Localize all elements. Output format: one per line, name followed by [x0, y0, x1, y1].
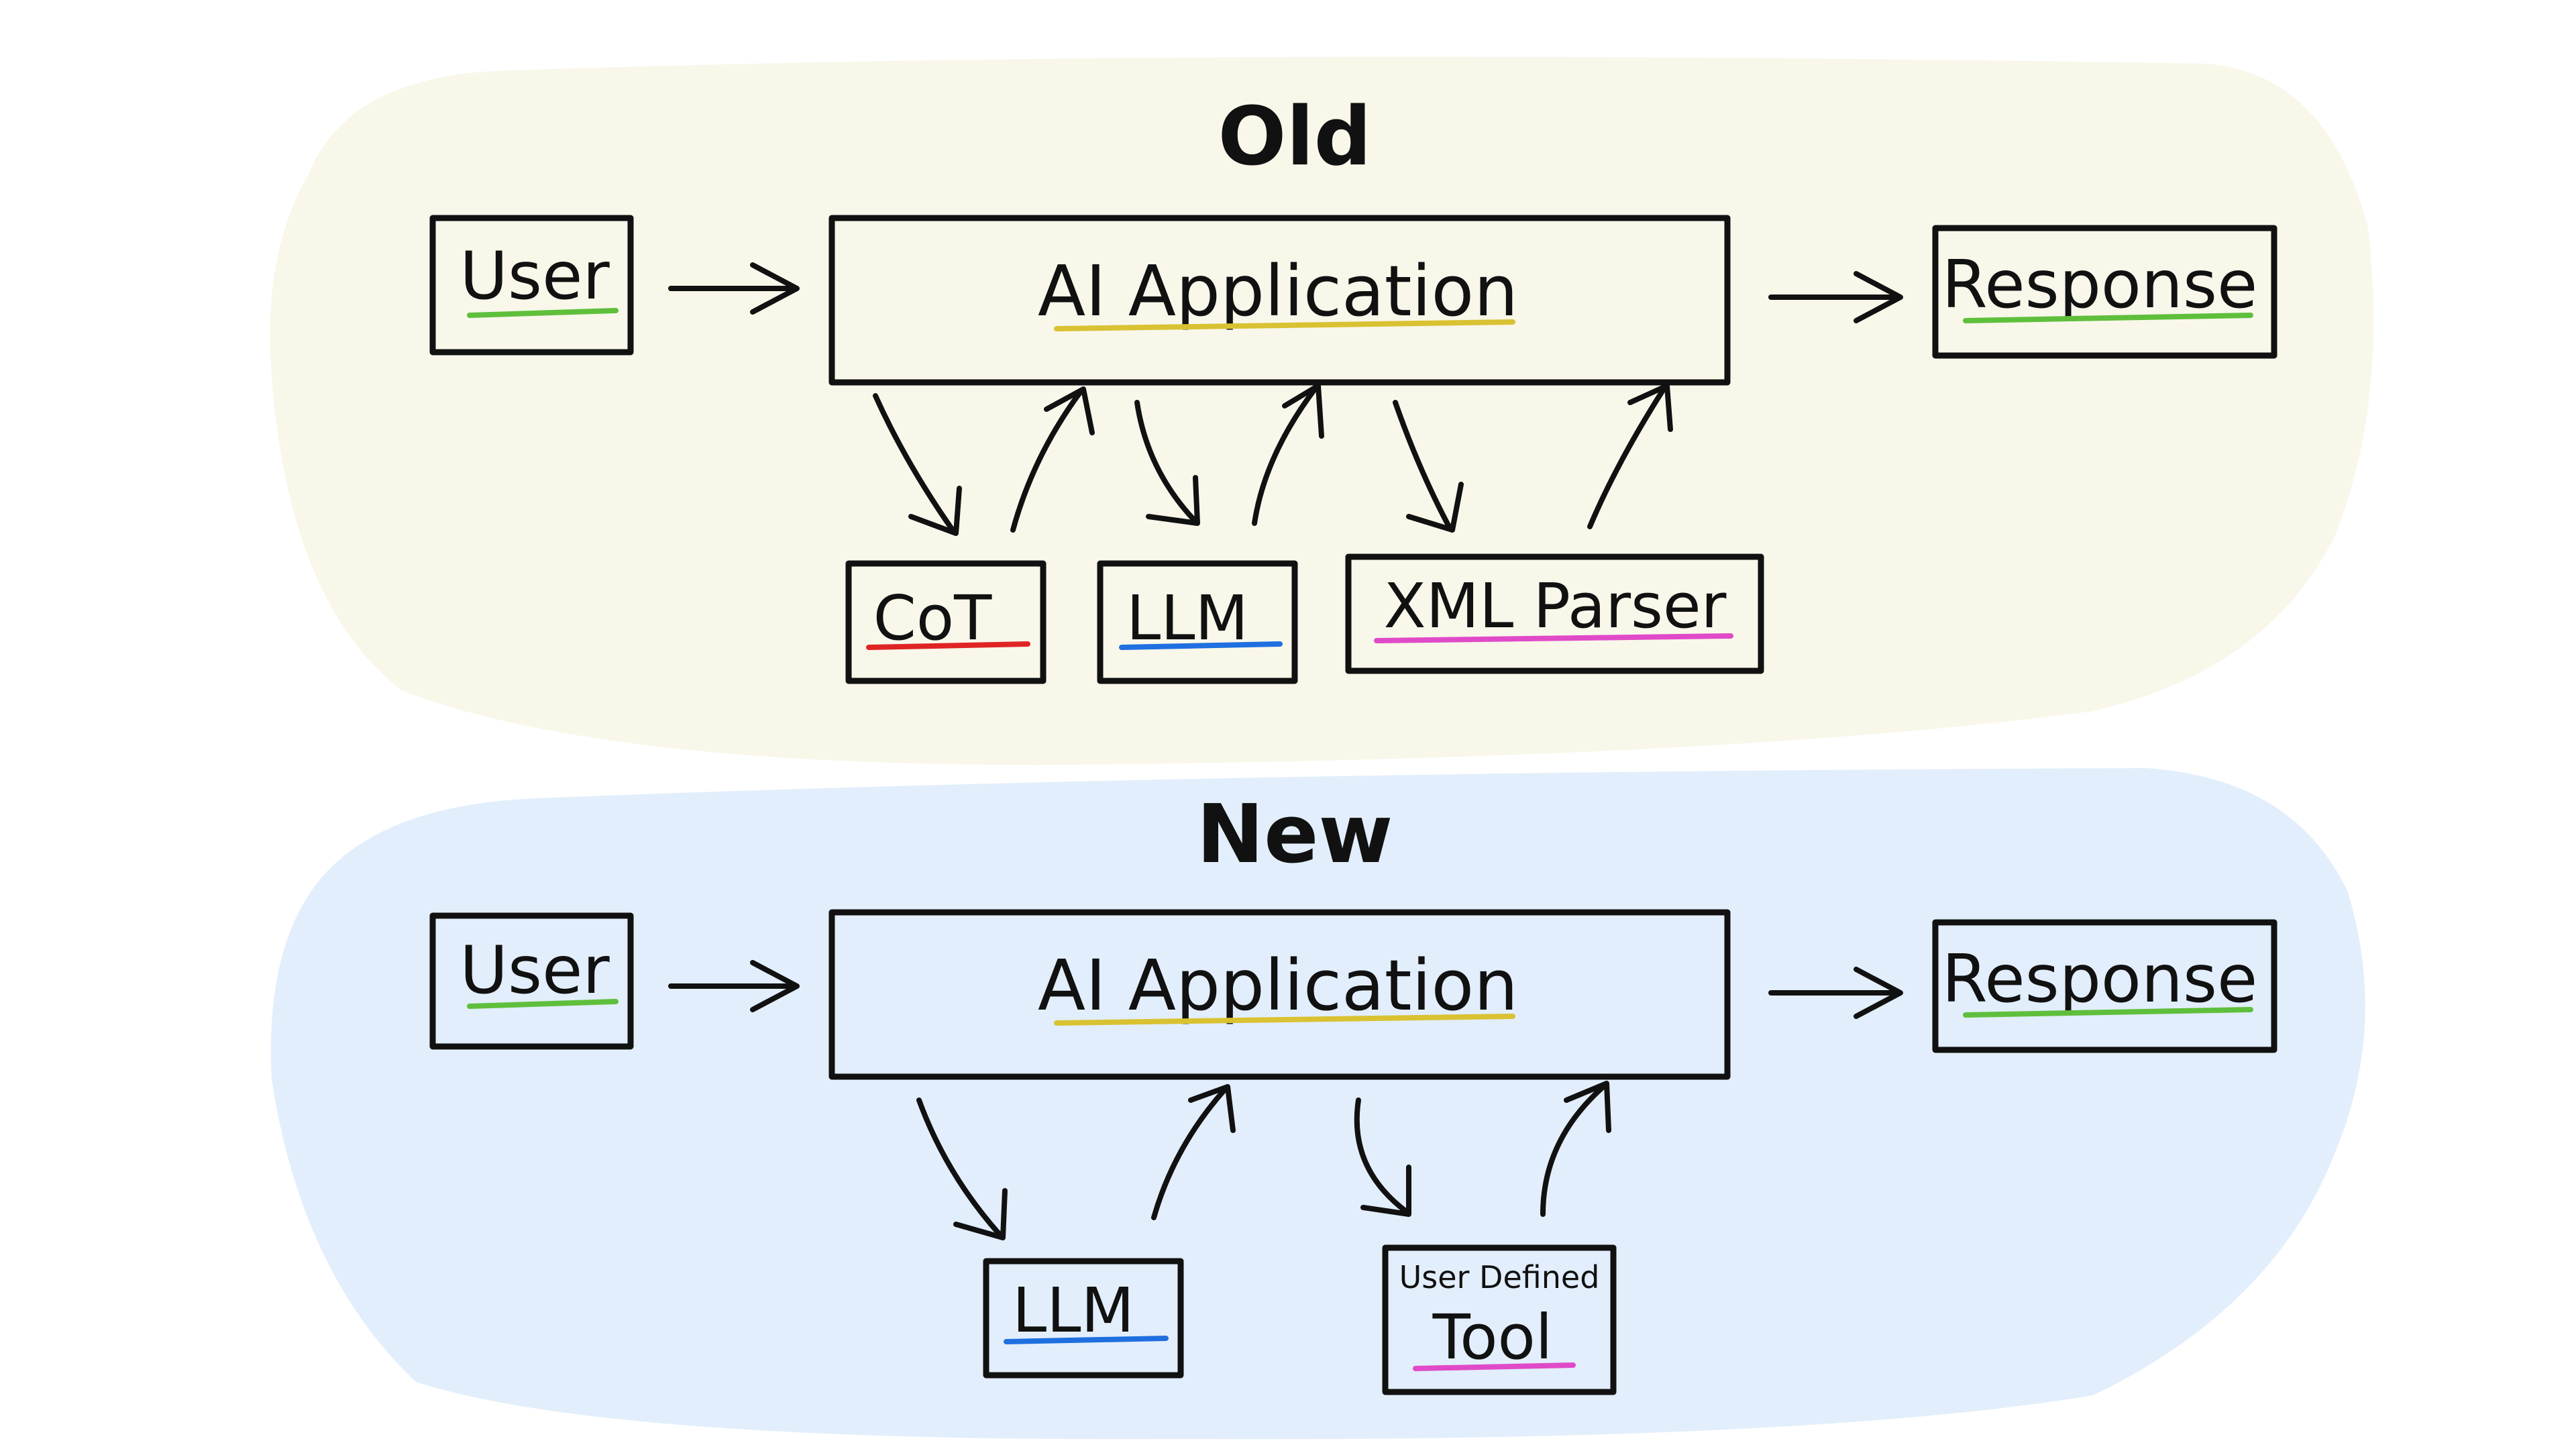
old-cot-underline	[866, 641, 1030, 650]
new-arrow-user-to-app	[668, 960, 800, 1012]
new-llm-underline	[1004, 1336, 1169, 1344]
old-arrow-llm-to-app	[1252, 383, 1324, 526]
new-tool-label: Tool	[1432, 1301, 1553, 1373]
new-tool-box	[1382, 1244, 1617, 1395]
old-arrow-app-to-llm	[1134, 400, 1200, 526]
old-arrow-app-to-parser	[1393, 400, 1464, 533]
old-user-box	[429, 215, 634, 356]
new-title: New	[1197, 788, 1393, 881]
old-app-box	[828, 215, 1731, 386]
new-arrow-tool-to-app	[1540, 1081, 1611, 1217]
new-llm-box	[983, 1258, 1184, 1379]
old-parser-box	[1345, 553, 1764, 674]
new-llm-label: LLM	[1012, 1275, 1134, 1346]
old-response-label: Response	[1942, 247, 2258, 323]
new-user-label: User	[460, 932, 610, 1009]
new-response-box	[1932, 919, 2277, 1053]
old-panel: Old User AI Application Response CoT LLM	[270, 56, 2374, 765]
new-arrow-llm-to-app	[1151, 1084, 1236, 1220]
old-llm-underline	[1119, 641, 1283, 650]
old-title: Old	[1218, 91, 1371, 184]
old-app-underline	[1054, 319, 1515, 331]
old-app-label: AI Application	[1038, 250, 1518, 332]
old-response-box	[1932, 225, 2277, 359]
old-arrow-user-to-app	[668, 262, 800, 315]
old-llm-box	[1097, 560, 1298, 684]
new-response-underline	[1963, 1007, 2253, 1018]
old-parser-underline	[1374, 633, 1733, 643]
new-app-box	[828, 909, 1731, 1080]
new-response-label: Response	[1942, 941, 2258, 1018]
old-arrow-app-to-response	[1768, 271, 1903, 323]
old-response-underline	[1963, 313, 2253, 323]
new-user-box	[429, 912, 634, 1050]
new-app-label: AI Application	[1038, 945, 1518, 1026]
new-tool-underline	[1413, 1362, 1576, 1371]
new-panel-background	[270, 768, 2365, 1440]
new-arrow-app-to-llm	[916, 1097, 1008, 1240]
new-app-underline	[1054, 1014, 1515, 1026]
old-llm-label: LLM	[1126, 582, 1248, 654]
old-cot-label: CoT	[873, 582, 993, 654]
old-arrow-app-to-cot	[873, 393, 962, 536]
old-arrow-cot-to-app	[1010, 386, 1095, 533]
old-user-underline	[467, 308, 619, 318]
new-user-underline	[467, 999, 619, 1009]
new-arrow-app-to-tool	[1354, 1097, 1411, 1217]
new-tool-caption: User Defined	[1399, 1259, 1600, 1295]
old-arrow-parser-to-app	[1587, 383, 1673, 529]
new-panel: New User AI Application Response LLM Use…	[270, 768, 2365, 1440]
new-arrow-app-to-response	[1768, 967, 1903, 1019]
old-parser-label: XML Parser	[1384, 570, 1727, 642]
old-cot-box	[845, 560, 1046, 684]
old-user-label: User	[460, 238, 610, 315]
